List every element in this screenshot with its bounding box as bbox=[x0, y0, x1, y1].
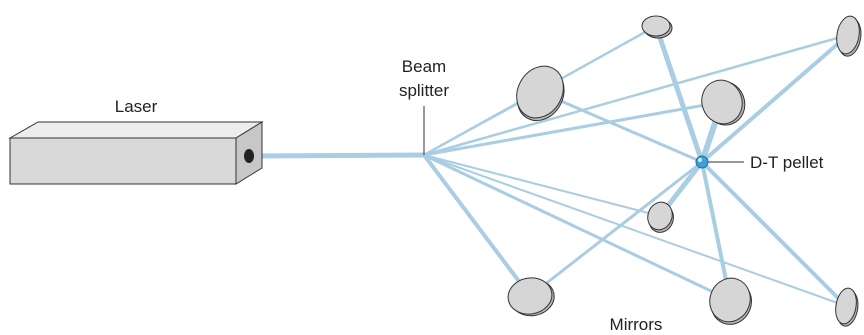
mirror-face bbox=[709, 277, 751, 323]
reflected-beam bbox=[538, 90, 704, 164]
mirror-face bbox=[836, 15, 860, 55]
laser-aperture bbox=[244, 149, 254, 163]
mirror-face bbox=[507, 277, 553, 315]
pellet-sphere-icon bbox=[695, 155, 744, 169]
laser-label: Laser bbox=[115, 97, 158, 116]
reflected-beam bbox=[653, 23, 705, 165]
mirror-disc-icon bbox=[709, 277, 752, 325]
reflected-beam bbox=[700, 33, 850, 164]
pellet-highlight bbox=[698, 158, 702, 162]
reflected-beam bbox=[700, 160, 732, 302]
beam-splitter-label-line2: splitter bbox=[399, 81, 449, 100]
mirrors-group bbox=[507, 15, 862, 327]
mirrors-label: Mirrors bbox=[610, 315, 663, 334]
split-beam bbox=[423, 154, 661, 217]
mirror-face bbox=[701, 79, 743, 125]
split-beam bbox=[423, 154, 847, 307]
mirror-disc-icon bbox=[516, 65, 565, 122]
mirror-disc-icon bbox=[507, 277, 555, 317]
mirror-disc-icon bbox=[835, 287, 859, 327]
beam-splitter-label-line1: Beam bbox=[402, 57, 446, 76]
reflected-beam bbox=[700, 160, 848, 308]
split-beam bbox=[422, 33, 850, 157]
mirror-disc-icon bbox=[641, 15, 673, 39]
mirror-disc-icon bbox=[836, 15, 862, 57]
mirror-face bbox=[516, 65, 564, 119]
laser-front-face bbox=[9, 137, 237, 185]
mirror-face bbox=[641, 15, 671, 37]
laser-top-face bbox=[8, 121, 264, 139]
main-laser-beam bbox=[251, 152, 427, 159]
pellet-label: D-T pellet bbox=[750, 153, 824, 172]
mirror-disc-icon bbox=[647, 201, 674, 233]
split-beam bbox=[422, 153, 732, 302]
split-beam bbox=[422, 153, 532, 298]
reflected-beam bbox=[528, 160, 704, 298]
mirror-disc-icon bbox=[701, 79, 746, 126]
laser-box-icon bbox=[8, 121, 264, 185]
dt-pellet bbox=[695, 155, 709, 169]
mirror-face bbox=[647, 201, 673, 231]
mirror-face bbox=[835, 287, 857, 325]
split-beam bbox=[422, 100, 724, 157]
